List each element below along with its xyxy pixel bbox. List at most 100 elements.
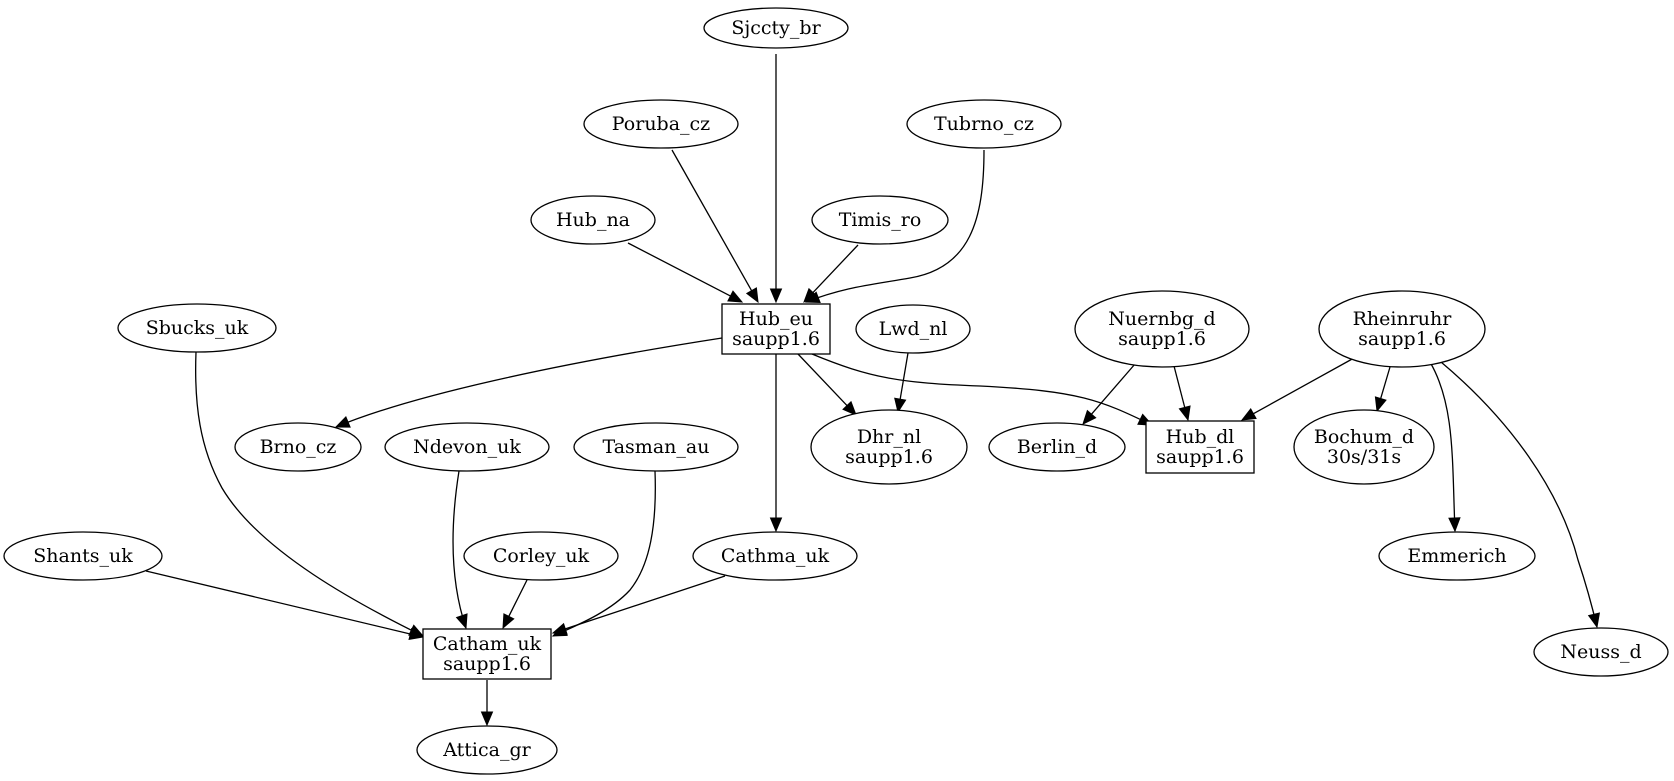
arrowhead [769, 517, 783, 533]
node-label: saupp1.6 [845, 446, 933, 468]
node-label: Sjccty_br [731, 17, 821, 39]
edge-rheinruhr-to-emmerich [1429, 361, 1461, 533]
edge-catham_uk-to-attica_gr [480, 680, 494, 727]
node-ellipse [1318, 290, 1486, 368]
edge-line [507, 579, 528, 619]
node-label: Berlin_d [1017, 436, 1097, 458]
node-emmerich[interactable]: Emmerich [1378, 531, 1536, 581]
node-label: Ndevon_uk [413, 436, 521, 458]
node-label: saupp1.6 [1358, 328, 1446, 350]
node-label: Tubrno_cz [934, 113, 1034, 135]
node-label: Nuernbg_d [1108, 308, 1215, 330]
edge-cathma_uk-to-catham_uk [551, 575, 726, 635]
edge-line [145, 570, 413, 636]
node-label: Cathma_uk [721, 545, 830, 567]
node-tubrno-cz[interactable]: Tubrno_cz [906, 99, 1062, 149]
node-berlin-d[interactable]: Berlin_d [988, 422, 1126, 472]
edge-layer [145, 54, 1600, 727]
edge-rheinruhr-to-neuss_d [1440, 361, 1600, 629]
node-attica-gr[interactable]: Attica_gr [416, 725, 558, 775]
node-ndevon-uk[interactable]: Ndevon_uk [384, 422, 550, 472]
edge-lwd_nl-to-dhr_nl [894, 352, 909, 414]
node-ellipse [117, 303, 277, 353]
node-label: Hub_dl [1166, 426, 1235, 448]
edge-shants_uk-to-catham_uk [145, 570, 425, 640]
node-timis-ro[interactable]: Timis_ro [811, 195, 949, 245]
node-box [422, 628, 552, 680]
node-ellipse [530, 195, 656, 245]
node-sjccty-br[interactable]: Sjccty_br [703, 7, 849, 49]
arrowhead [769, 288, 783, 304]
edge-line [1440, 361, 1598, 628]
edge-line [1173, 365, 1186, 410]
edge-line [195, 351, 424, 637]
edge-line [563, 575, 726, 631]
node-label: Emmerich [1407, 545, 1506, 567]
node-tasman-au[interactable]: Tasman_au [573, 422, 739, 472]
edge-sjccty_br-to-hub_eu [769, 54, 783, 304]
node-lwd-nl[interactable]: Lwd_nl [855, 304, 971, 354]
edge-hub_na-to-hub_eu [627, 242, 744, 303]
node-label: saupp1.6 [443, 653, 531, 675]
edge-rheinruhr-to-hub_dl [1240, 357, 1355, 421]
arrowhead [1240, 407, 1257, 421]
arrowhead [334, 416, 351, 428]
edge-nuernbg_d-to-hub_dl [1173, 365, 1191, 422]
node-hub-na[interactable]: Hub_na [530, 195, 656, 245]
edge-line [1429, 361, 1456, 532]
edge-line [811, 353, 1153, 426]
edge-rheinruhr-to-bochum_d [1374, 366, 1391, 413]
node-ellipse [906, 99, 1062, 149]
edge-sbucks_uk-to-catham_uk [195, 351, 425, 637]
node-label: 30s/31s [1327, 446, 1401, 468]
node-neuss-d[interactable]: Neuss_d [1533, 627, 1669, 677]
node-ellipse [573, 422, 739, 472]
arrowhead [1448, 517, 1461, 533]
node-ellipse [1533, 627, 1669, 677]
node-shants-uk[interactable]: Shants_uk [3, 531, 163, 581]
node-ellipse [384, 422, 550, 472]
arrowhead [480, 711, 494, 727]
node-ellipse [3, 531, 163, 581]
node-label: Timis_ro [839, 209, 922, 231]
node-label: Rheinruhr [1353, 308, 1453, 330]
node-sbucks-uk[interactable]: Sbucks_uk [117, 303, 277, 353]
node-ellipse [692, 531, 858, 581]
node-label: Hub_eu [739, 308, 813, 330]
edge-hub_eu-to-cathma_uk [769, 354, 783, 533]
node-ellipse [234, 422, 362, 472]
edge-line [1379, 366, 1391, 401]
arrowhead [727, 290, 744, 303]
node-ellipse [463, 531, 619, 581]
arrowhead [1082, 409, 1097, 425]
node-ellipse [810, 409, 968, 485]
node-poruba-cz[interactable]: Poruba_cz [583, 99, 739, 149]
edge-timis_ro-to-hub_eu [803, 244, 859, 303]
arrowhead [803, 287, 818, 303]
node-label: Tasman_au [603, 436, 710, 458]
node-cathma-uk[interactable]: Cathma_uk [692, 531, 858, 581]
arrowhead [551, 622, 568, 635]
node-brno-cz[interactable]: Brno_cz [234, 422, 362, 472]
arrowhead [745, 287, 759, 304]
arrowhead [1587, 612, 1600, 629]
node-corley-uk[interactable]: Corley_uk [463, 531, 619, 581]
edge-ndevon_uk-to-catham_uk [452, 470, 468, 630]
node-label: Shants_uk [33, 545, 133, 567]
arrowhead [502, 613, 515, 630]
edge-line [627, 242, 733, 298]
edge-hub_eu-to-dhr_nl [797, 353, 857, 416]
node-label: saupp1.6 [732, 328, 820, 350]
node-label: Catham_uk [433, 633, 542, 655]
node-label: Dhr_nl [857, 426, 921, 448]
edge-hub_eu-to-brno_cz [334, 337, 723, 428]
